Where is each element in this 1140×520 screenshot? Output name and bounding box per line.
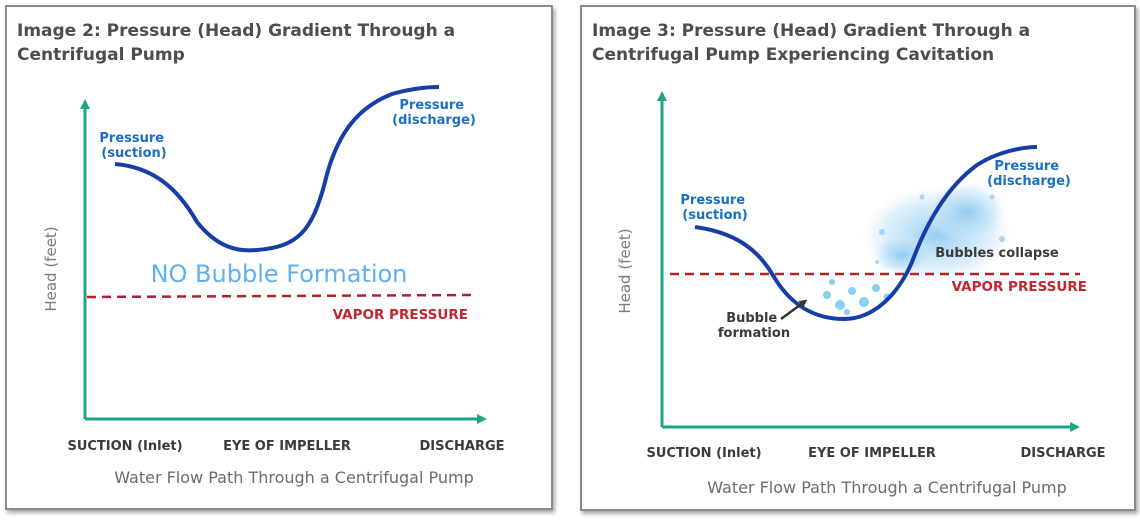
left-vapor-label: VAPOR PRESSURE xyxy=(333,307,468,323)
left-pressure-curve xyxy=(114,85,440,253)
left-vapor-pressure-line xyxy=(86,293,475,299)
right-panel-title: Image 3: Pressure (Head) Gradient Throug… xyxy=(592,21,1031,65)
right-diagram-panel: Image 3: Pressure (Head) Gradient Throug… xyxy=(580,5,1136,511)
right-pressure-curve xyxy=(694,145,1038,322)
left-suction-label: Pressure (suction) xyxy=(99,131,168,161)
bubble-formation-arrow xyxy=(780,299,808,321)
right-xtick-suction: SUCTION (Inlet) xyxy=(646,446,761,461)
left-pressure-diagram: Pressure (suction) Pressure (discharge) … xyxy=(42,85,505,487)
right-suction-label: Pressure (suction) xyxy=(680,193,749,223)
left-x-axis-title: Water Flow Path Through a Centrifugal Pu… xyxy=(114,468,474,487)
right-vapor-label: VAPOR PRESSURE xyxy=(952,279,1087,295)
right-pressure-diagram: Pressure (suction) Pressure (discharge) … xyxy=(616,91,1106,497)
bubbles-collapse-label: Bubbles collapse xyxy=(935,246,1059,261)
left-y-axis-label: Head (feet) xyxy=(42,226,60,311)
right-xtick-eye: EYE OF IMPELLER xyxy=(808,446,936,461)
left-discharge-label: Pressure (discharge) xyxy=(392,98,476,128)
bubble-formation-dots xyxy=(823,279,891,315)
right-discharge-label: Pressure (discharge) xyxy=(987,159,1071,189)
right-y-axis-label: Head (feet) xyxy=(616,228,634,313)
left-diagram-panel: Image 2: Pressure (Head) Gradient Throug… xyxy=(5,5,553,510)
bubble-collapse-spray xyxy=(862,182,1012,283)
left-xtick-discharge: DISCHARGE xyxy=(419,439,504,454)
left-xtick-eye: EYE OF IMPELLER xyxy=(223,439,351,454)
bubble-formation-label: Bubble formation xyxy=(718,311,790,341)
left-no-bubble-text: NO Bubble Formation xyxy=(151,260,408,288)
left-panel-title: Image 2: Pressure (Head) Gradient Throug… xyxy=(17,21,456,65)
right-xtick-discharge: DISCHARGE xyxy=(1020,446,1105,461)
left-xtick-suction: SUCTION (Inlet) xyxy=(67,439,182,454)
right-x-axis-title: Water Flow Path Through a Centrifugal Pu… xyxy=(707,478,1067,497)
